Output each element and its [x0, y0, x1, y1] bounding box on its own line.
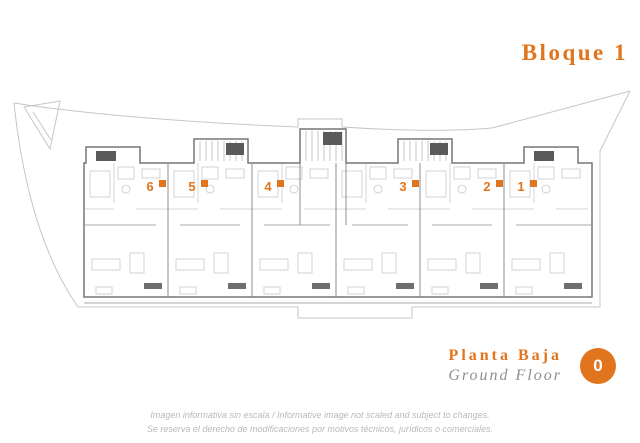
- floor-name-es: Planta Baja: [448, 347, 562, 364]
- unit-entry-marker-2: [496, 180, 503, 187]
- page-title: Bloque 1: [521, 40, 628, 65]
- floor-name-en: Ground Floor: [448, 367, 562, 384]
- unit-entry-marker-3: [412, 180, 419, 187]
- disclaimer: Imagen informativa sin escala / Informat…: [0, 409, 640, 437]
- unit-numbers: 6 5 4 3 2 1: [146, 179, 537, 194]
- floor-plan-drawing: 6 5 4 3 2 1: [13, 90, 631, 319]
- unit-number-3[interactable]: 3: [399, 179, 406, 194]
- unit-entry-marker-6: [159, 180, 166, 187]
- unit-number-6[interactable]: 6: [146, 179, 153, 194]
- unit-entry-marker-1: [530, 180, 537, 187]
- disclaimer-line1: Imagen informativa sin escala / Informat…: [150, 410, 490, 421]
- unit-entry-marker-5: [201, 180, 208, 187]
- floor-badge[interactable]: 0: [580, 348, 616, 384]
- unit-number-1[interactable]: 1: [517, 179, 524, 194]
- unit-number-5[interactable]: 5: [188, 179, 195, 194]
- floor-plan: 6 5 4 3 2 1: [0, 85, 640, 345]
- unit-number-2[interactable]: 2: [483, 179, 490, 194]
- floor-label: Planta Baja Ground Floor: [448, 347, 562, 385]
- furniture: [83, 162, 589, 295]
- unit-entry-marker-4: [277, 180, 284, 187]
- disclaimer-line2: Se reserva el derecho de modificaciones …: [146, 424, 494, 435]
- building-walls: [83, 128, 593, 304]
- site-boundary: [13, 90, 631, 319]
- unit-number-4[interactable]: 4: [264, 179, 272, 194]
- service-cores: [96, 132, 554, 161]
